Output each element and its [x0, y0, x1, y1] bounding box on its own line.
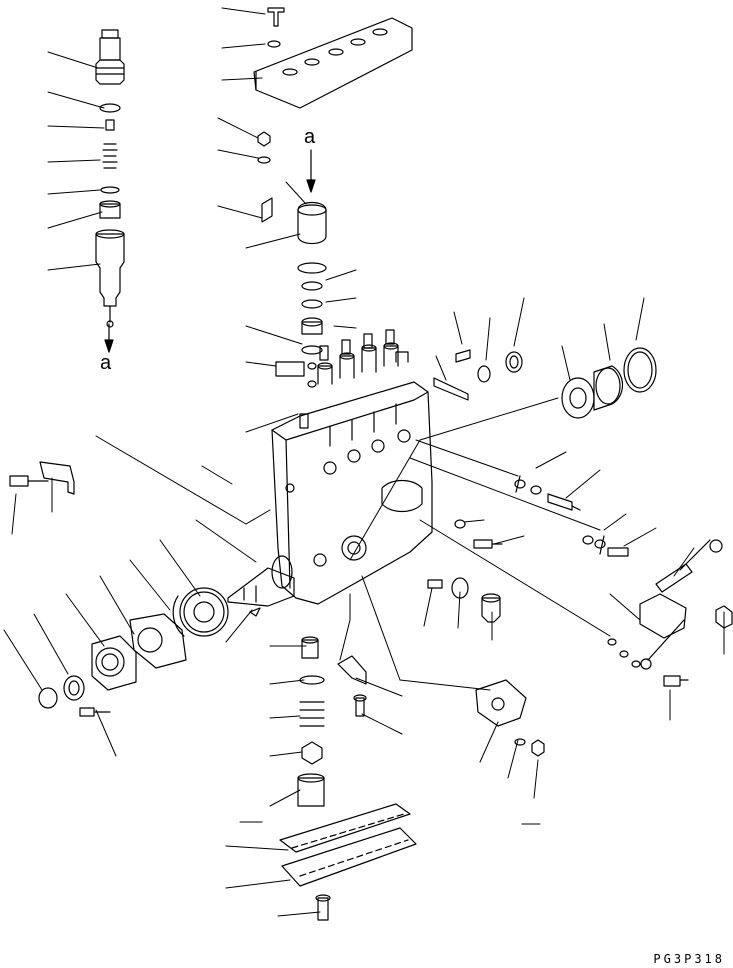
- delivery-valve-stack: [95, 29, 125, 328]
- view-marker-top: a: [304, 126, 316, 148]
- pump-housing: [271, 329, 433, 605]
- leader-lines: [3, 7, 725, 917]
- feed-pump-parts: [337, 577, 545, 757]
- camshaft-group: [227, 555, 295, 617]
- view-arrows: [104, 149, 316, 353]
- governor-side-parts: [433, 347, 657, 419]
- top-cover-group: [253, 7, 413, 388]
- drawing-code: PG3P318: [653, 952, 725, 966]
- tappet-stack: [279, 636, 417, 921]
- control-link-group: [454, 475, 733, 687]
- front-cover-group: [9, 461, 229, 717]
- view-marker-left: a: [100, 352, 112, 374]
